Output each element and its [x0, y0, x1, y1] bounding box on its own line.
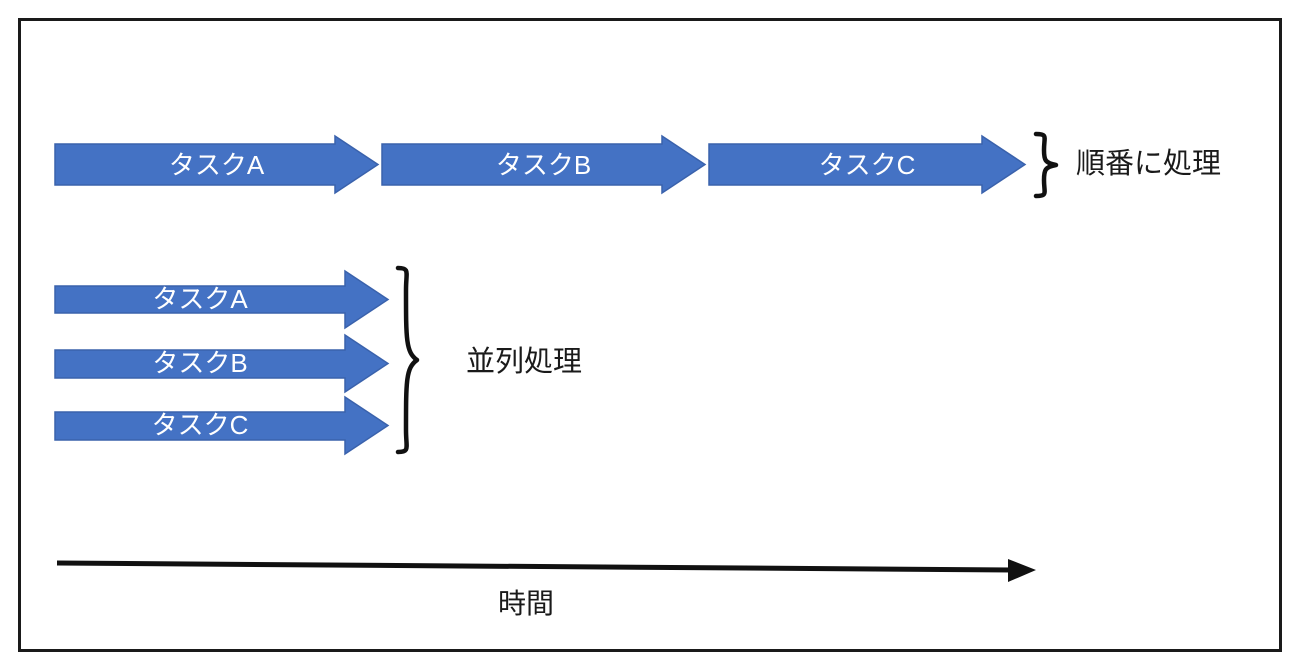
diagram-frame	[18, 18, 1282, 652]
time-axis-line	[56, 560, 1013, 573]
sequential-arrow-task-b[interactable]	[381, 134, 707, 195]
sequential-arrow-task-a[interactable]	[54, 134, 380, 195]
parallel-group-label: 並列処理	[466, 346, 583, 378]
parallel-arrow-task-c[interactable]	[54, 395, 390, 456]
time-axis-label: 時間	[497, 588, 554, 619]
sequential-arrow-task-c[interactable]	[708, 134, 1027, 195]
sequential-group-label: 順番に処理	[1076, 148, 1222, 180]
parallel-brace-icon	[395, 265, 420, 455]
sequential-brace-icon	[1033, 131, 1059, 199]
time-axis-arrowhead-icon	[1008, 559, 1036, 582]
parallel-arrow-task-b[interactable]	[54, 333, 390, 394]
parallel-arrow-task-a[interactable]	[54, 269, 390, 330]
